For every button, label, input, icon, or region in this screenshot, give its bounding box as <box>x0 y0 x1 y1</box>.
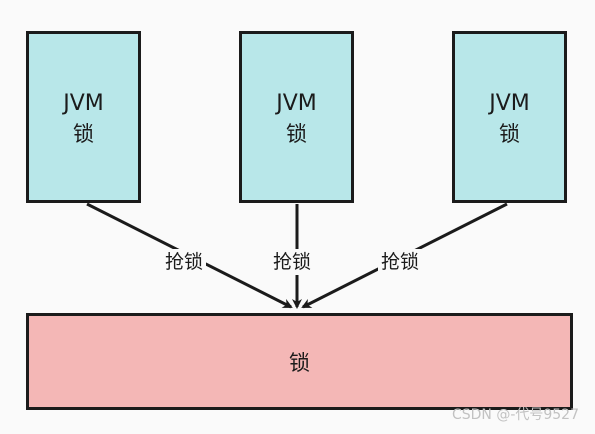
jvm-box-2-title: JVM <box>276 91 317 116</box>
edge-label-middle: 抢锁 <box>270 249 315 275</box>
jvm-box-2-lock: 锁 <box>286 122 307 146</box>
jvm-box-3-lock: 锁 <box>499 122 520 146</box>
jvm-box-1-lock: 锁 <box>73 122 94 146</box>
jvm-box-1-title: JVM <box>63 91 104 116</box>
edge-label-right: 抢锁 <box>378 249 423 275</box>
edge-label-left: 抢锁 <box>162 249 207 275</box>
watermark: CSDN @-代号9527 <box>451 407 579 423</box>
jvm-box-3-title: JVM <box>489 91 530 116</box>
jvm-box-3: JVM 锁 <box>452 31 567 203</box>
jvm-box-1: JVM 锁 <box>26 31 141 203</box>
shared-lock-label: 锁 <box>289 350 310 375</box>
jvm-box-2: JVM 锁 <box>239 31 354 203</box>
shared-lock-box: 锁 <box>26 313 573 410</box>
